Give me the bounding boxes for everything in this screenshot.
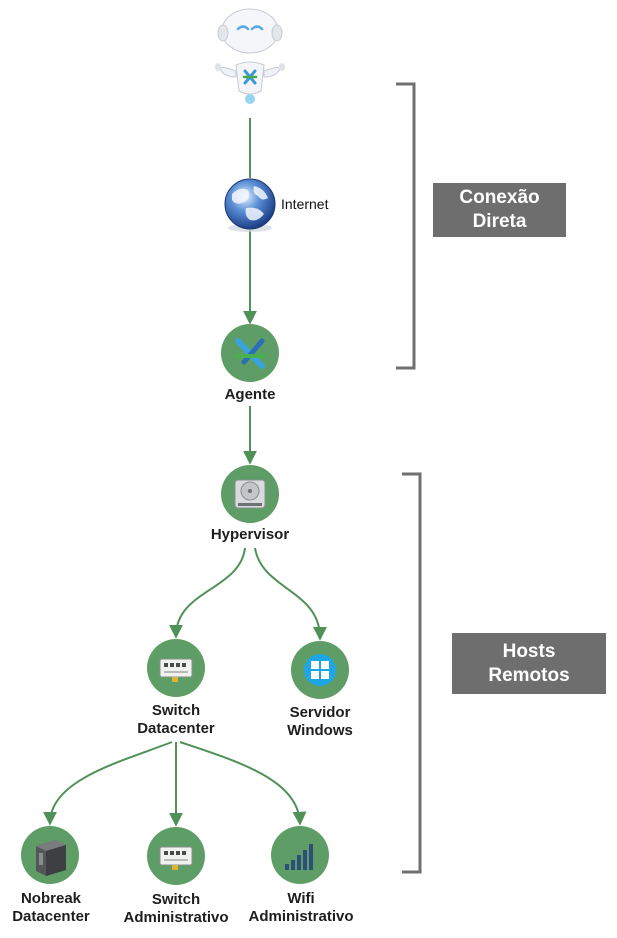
network-switch-icon — [159, 658, 193, 682]
direct-connection-panel: Conexão Direta — [433, 183, 566, 237]
agente-label: Agente — [224, 386, 276, 403]
bracket-direct-connection — [396, 82, 416, 370]
switch-datacenter-label-line2: Datacenter — [137, 720, 215, 737]
servidor-windows-node — [291, 641, 349, 699]
edges — [43, 118, 327, 827]
switch-administrativo-label-line1: Switch — [151, 891, 201, 908]
servidor-windows-label: Servidor Windows — [287, 704, 353, 740]
windows-logo-icon — [304, 654, 336, 686]
direct-connection-line2: Direta — [472, 211, 527, 232]
direct-connection-line1: Conexão — [459, 187, 540, 208]
remote-hosts-line1: Hosts — [502, 640, 556, 662]
nobreak-datacenter-label-line1: Nobreak — [20, 890, 82, 907]
switch-administrativo-node — [147, 827, 205, 885]
signal-bars-icon — [285, 844, 313, 870]
edge-switch-wifi — [179, 741, 307, 826]
nobreak-datacenter-label-line2: Datacenter — [12, 908, 90, 925]
nobreak-datacenter-node — [21, 826, 79, 884]
globe-icon — [224, 178, 276, 232]
switch-datacenter-label: Switch Datacenter — [137, 702, 215, 738]
hypervisor-label: Hypervisor — [210, 526, 290, 543]
switch-administrativo-label-line2: Administrativo — [123, 909, 229, 926]
ups-icon — [36, 840, 66, 876]
remote-hosts-line2: Remotos — [488, 664, 570, 686]
servidor-windows-label-line1: Servidor — [289, 704, 351, 721]
nobreak-datacenter-label: Nobreak Datacenter — [12, 890, 90, 926]
edge-switch-nobreak — [43, 741, 173, 826]
switch-datacenter-node — [147, 639, 205, 697]
wifi-administrativo-label-line2: Administrativo — [248, 908, 354, 925]
edge-hypervisor-switch-datacenter — [169, 547, 246, 639]
switch-datacenter-label-line1: Switch — [151, 702, 201, 719]
robot-mascot-icon — [215, 8, 285, 104]
wifi-administrativo-node — [271, 826, 329, 884]
internet-label: Internet — [281, 196, 329, 212]
wifi-administrativo-label: Wifi Administrativo — [248, 890, 353, 926]
remote-hosts-panel: Hosts Remotos — [452, 633, 606, 694]
hypervisor-node — [221, 465, 279, 523]
bracket-remote-hosts — [402, 472, 422, 874]
hard-drive-icon — [234, 479, 266, 509]
agent-logo-icon — [234, 338, 266, 369]
edge-hypervisor-servidor-windows — [254, 547, 327, 641]
servidor-windows-label-line2: Windows — [287, 722, 353, 739]
switch-administrativo-label: Switch Administrativo — [123, 891, 228, 927]
wifi-administrativo-label-line1: Wifi — [287, 890, 315, 907]
agente-node — [221, 324, 279, 382]
network-switch-icon — [159, 846, 193, 870]
